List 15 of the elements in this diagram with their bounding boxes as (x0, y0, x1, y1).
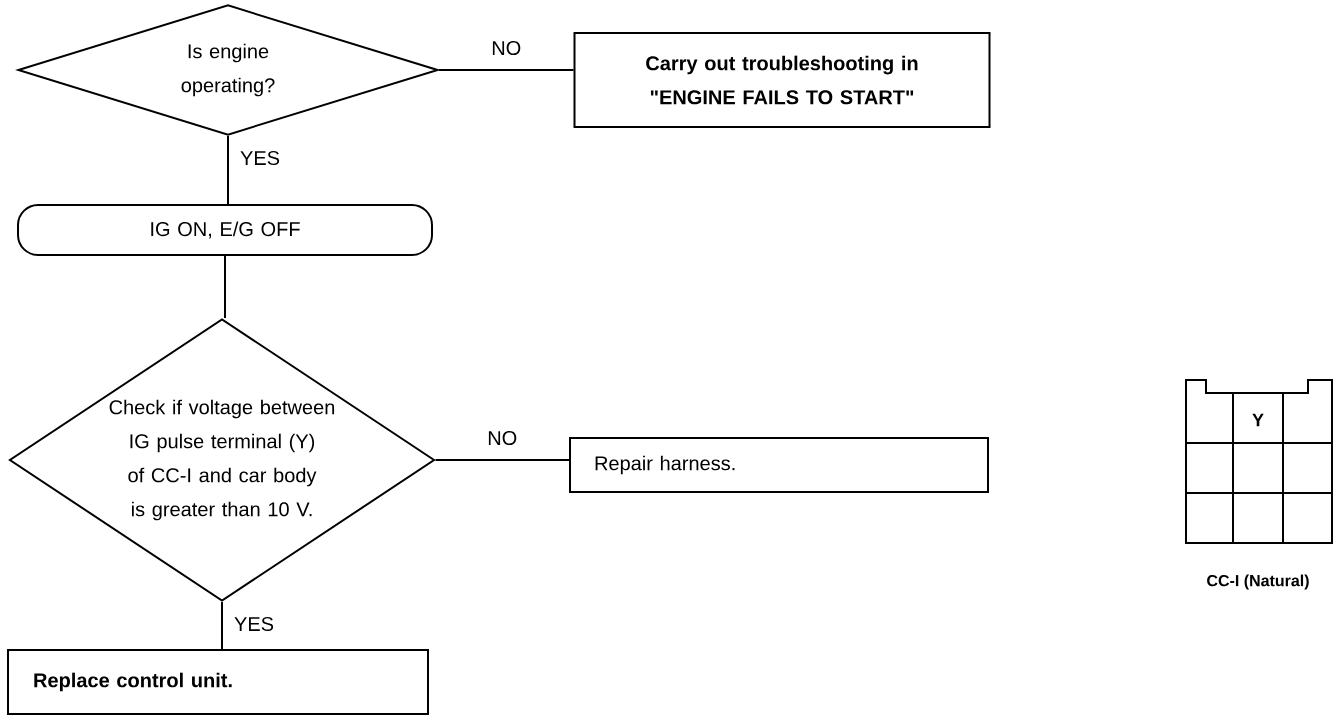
edge-label: NO (486, 429, 519, 447)
process-box: Replace control unit. (7, 649, 429, 715)
connector-line (227, 135, 229, 205)
edge-label: YES (233, 615, 276, 633)
process-box: Repair harness. (569, 437, 989, 493)
connector-line (221, 601, 223, 650)
edge-label: YES (239, 149, 282, 167)
edge-label: NO (490, 39, 523, 57)
connector-line (438, 69, 575, 71)
connector-line (224, 255, 226, 319)
connector-line (434, 459, 570, 461)
terminal-label: Y (1252, 413, 1264, 427)
connector-caption: CC-I (Natural) (1207, 574, 1309, 590)
process-box: Carry out troubleshooting in "ENGINE FAILS TO START" (573, 32, 991, 128)
start-box: IG ON, E/G OFF (17, 204, 433, 256)
